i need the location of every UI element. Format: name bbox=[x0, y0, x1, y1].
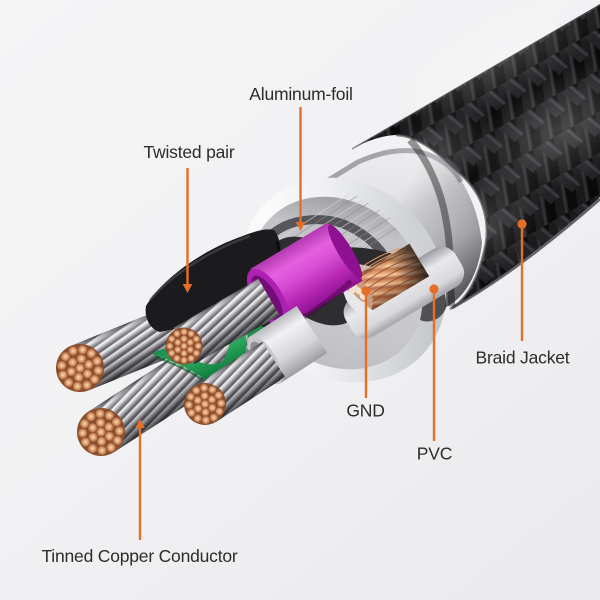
svg-text:PVC: PVC bbox=[417, 444, 452, 464]
svg-text:Twisted pair: Twisted pair bbox=[144, 142, 235, 162]
svg-text:Aluminum-foil: Aluminum-foil bbox=[249, 84, 352, 104]
svg-text:Tinned Copper Conductor: Tinned Copper Conductor bbox=[41, 546, 237, 566]
svg-text:GND: GND bbox=[346, 401, 384, 421]
svg-text:Braid Jacket: Braid Jacket bbox=[476, 348, 570, 368]
